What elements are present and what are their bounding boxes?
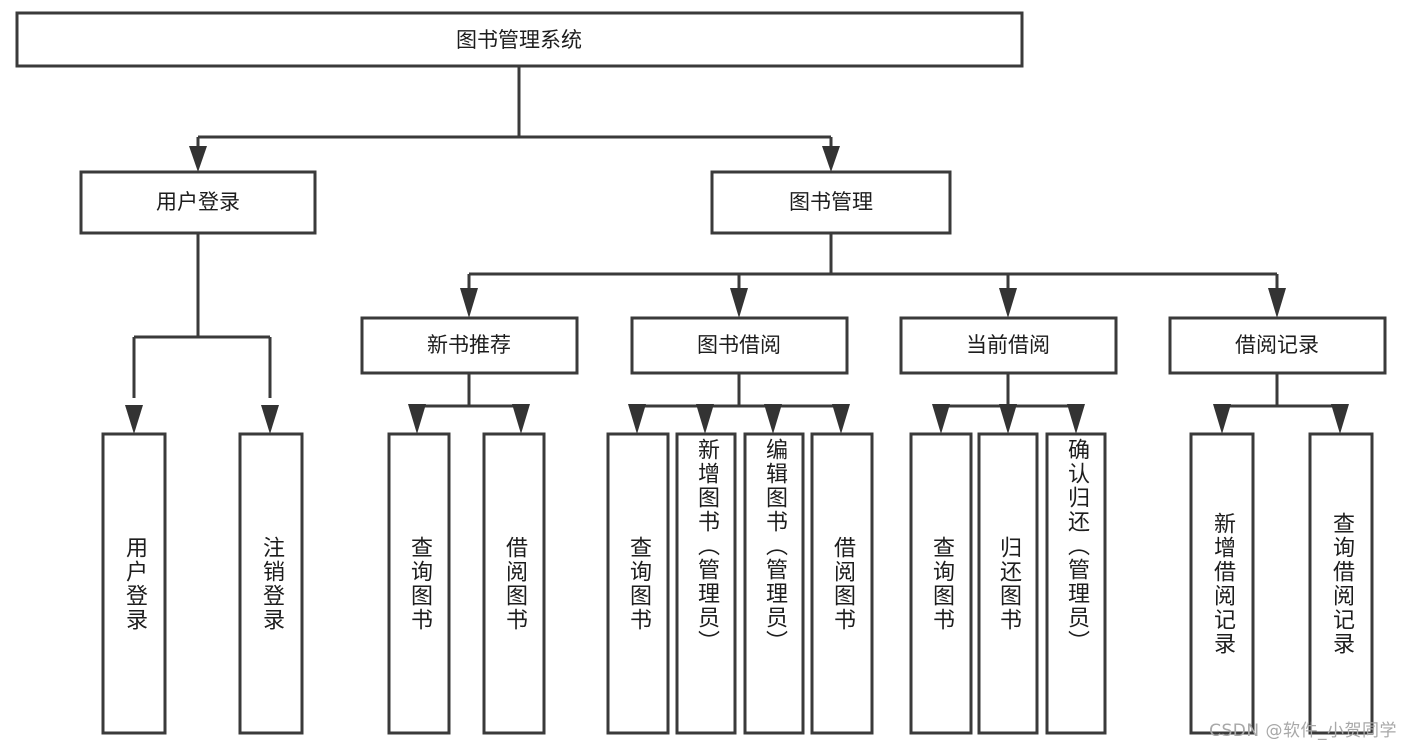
node-leaf-query-book-1[interactable] xyxy=(387,432,451,735)
arrow-head-icon xyxy=(189,146,207,172)
arrow-head-icon xyxy=(408,404,426,434)
arrow-head-icon xyxy=(730,288,748,318)
node-leaf-return-book[interactable] xyxy=(977,432,1039,735)
arrow-head-icon xyxy=(512,404,530,434)
arrow-head-icon xyxy=(628,404,646,434)
node-new-book-rec-label: 新书推荐 xyxy=(427,333,511,357)
connector-book-borrow-to-leaves xyxy=(628,373,850,434)
arrow-head-icon xyxy=(1268,288,1286,318)
node-borrow-record[interactable]: 借阅记录 xyxy=(1168,316,1387,375)
arrow-head-icon xyxy=(696,404,714,434)
node-borrow-record-label: 借阅记录 xyxy=(1235,333,1319,357)
arrow-head-icon xyxy=(932,404,950,434)
node-leaf-logout[interactable] xyxy=(238,432,304,735)
connector-root-to-level2 xyxy=(189,66,840,172)
watermark: CSDN @软件_小贺同学 xyxy=(1209,721,1397,741)
arrow-head-icon xyxy=(1067,404,1085,434)
arrow-head-icon xyxy=(1331,404,1349,434)
node-user-login[interactable]: 用户登录 xyxy=(79,170,317,235)
arrow-head-icon xyxy=(764,404,782,434)
node-book-manage[interactable]: 图书管理 xyxy=(710,170,952,235)
node-leaf-query-record[interactable] xyxy=(1308,432,1374,735)
arrow-head-icon xyxy=(999,288,1017,318)
node-book-borrow-label: 图书借阅 xyxy=(697,333,781,357)
arrow-head-icon xyxy=(460,288,478,318)
connector-user-login-to-leaves xyxy=(125,233,279,434)
node-new-book-rec[interactable]: 新书推荐 xyxy=(360,316,579,375)
node-leaf-query-book-2[interactable] xyxy=(606,432,670,735)
node-leaf-query-book-3[interactable] xyxy=(909,432,973,735)
connector-book-manage-to-level3 xyxy=(460,233,1286,318)
node-leaf-user-login[interactable] xyxy=(101,432,167,735)
node-current-borrow-label: 当前借阅 xyxy=(966,333,1050,357)
connector-current-borrow-to-leaves xyxy=(932,373,1085,434)
connector-new-book-rec-to-leaves xyxy=(408,373,530,434)
node-root[interactable]: 图书管理系统 xyxy=(15,11,1024,68)
node-user-login-label: 用户登录 xyxy=(156,190,240,214)
node-book-manage-label: 图书管理 xyxy=(789,190,873,214)
node-leaf-edit-book[interactable] xyxy=(743,432,805,735)
arrow-head-icon xyxy=(822,146,840,172)
node-leaf-borrow-book-1[interactable] xyxy=(482,432,546,735)
node-leaf-add-record[interactable] xyxy=(1189,432,1255,735)
arrow-head-icon xyxy=(1213,404,1231,434)
arrow-head-icon xyxy=(125,405,143,434)
node-leaf-borrow-book-2[interactable] xyxy=(810,432,874,735)
node-root-label: 图书管理系统 xyxy=(456,28,582,52)
node-leaf-add-book[interactable] xyxy=(675,432,737,735)
arrow-head-icon xyxy=(832,404,850,434)
connector-borrow-record-to-leaves xyxy=(1213,373,1349,434)
node-current-borrow[interactable]: 当前借阅 xyxy=(899,316,1118,375)
node-book-borrow[interactable]: 图书借阅 xyxy=(630,316,849,375)
arrow-head-icon xyxy=(999,404,1017,434)
node-leaf-confirm-return[interactable] xyxy=(1045,432,1107,735)
arrow-head-icon xyxy=(261,405,279,434)
